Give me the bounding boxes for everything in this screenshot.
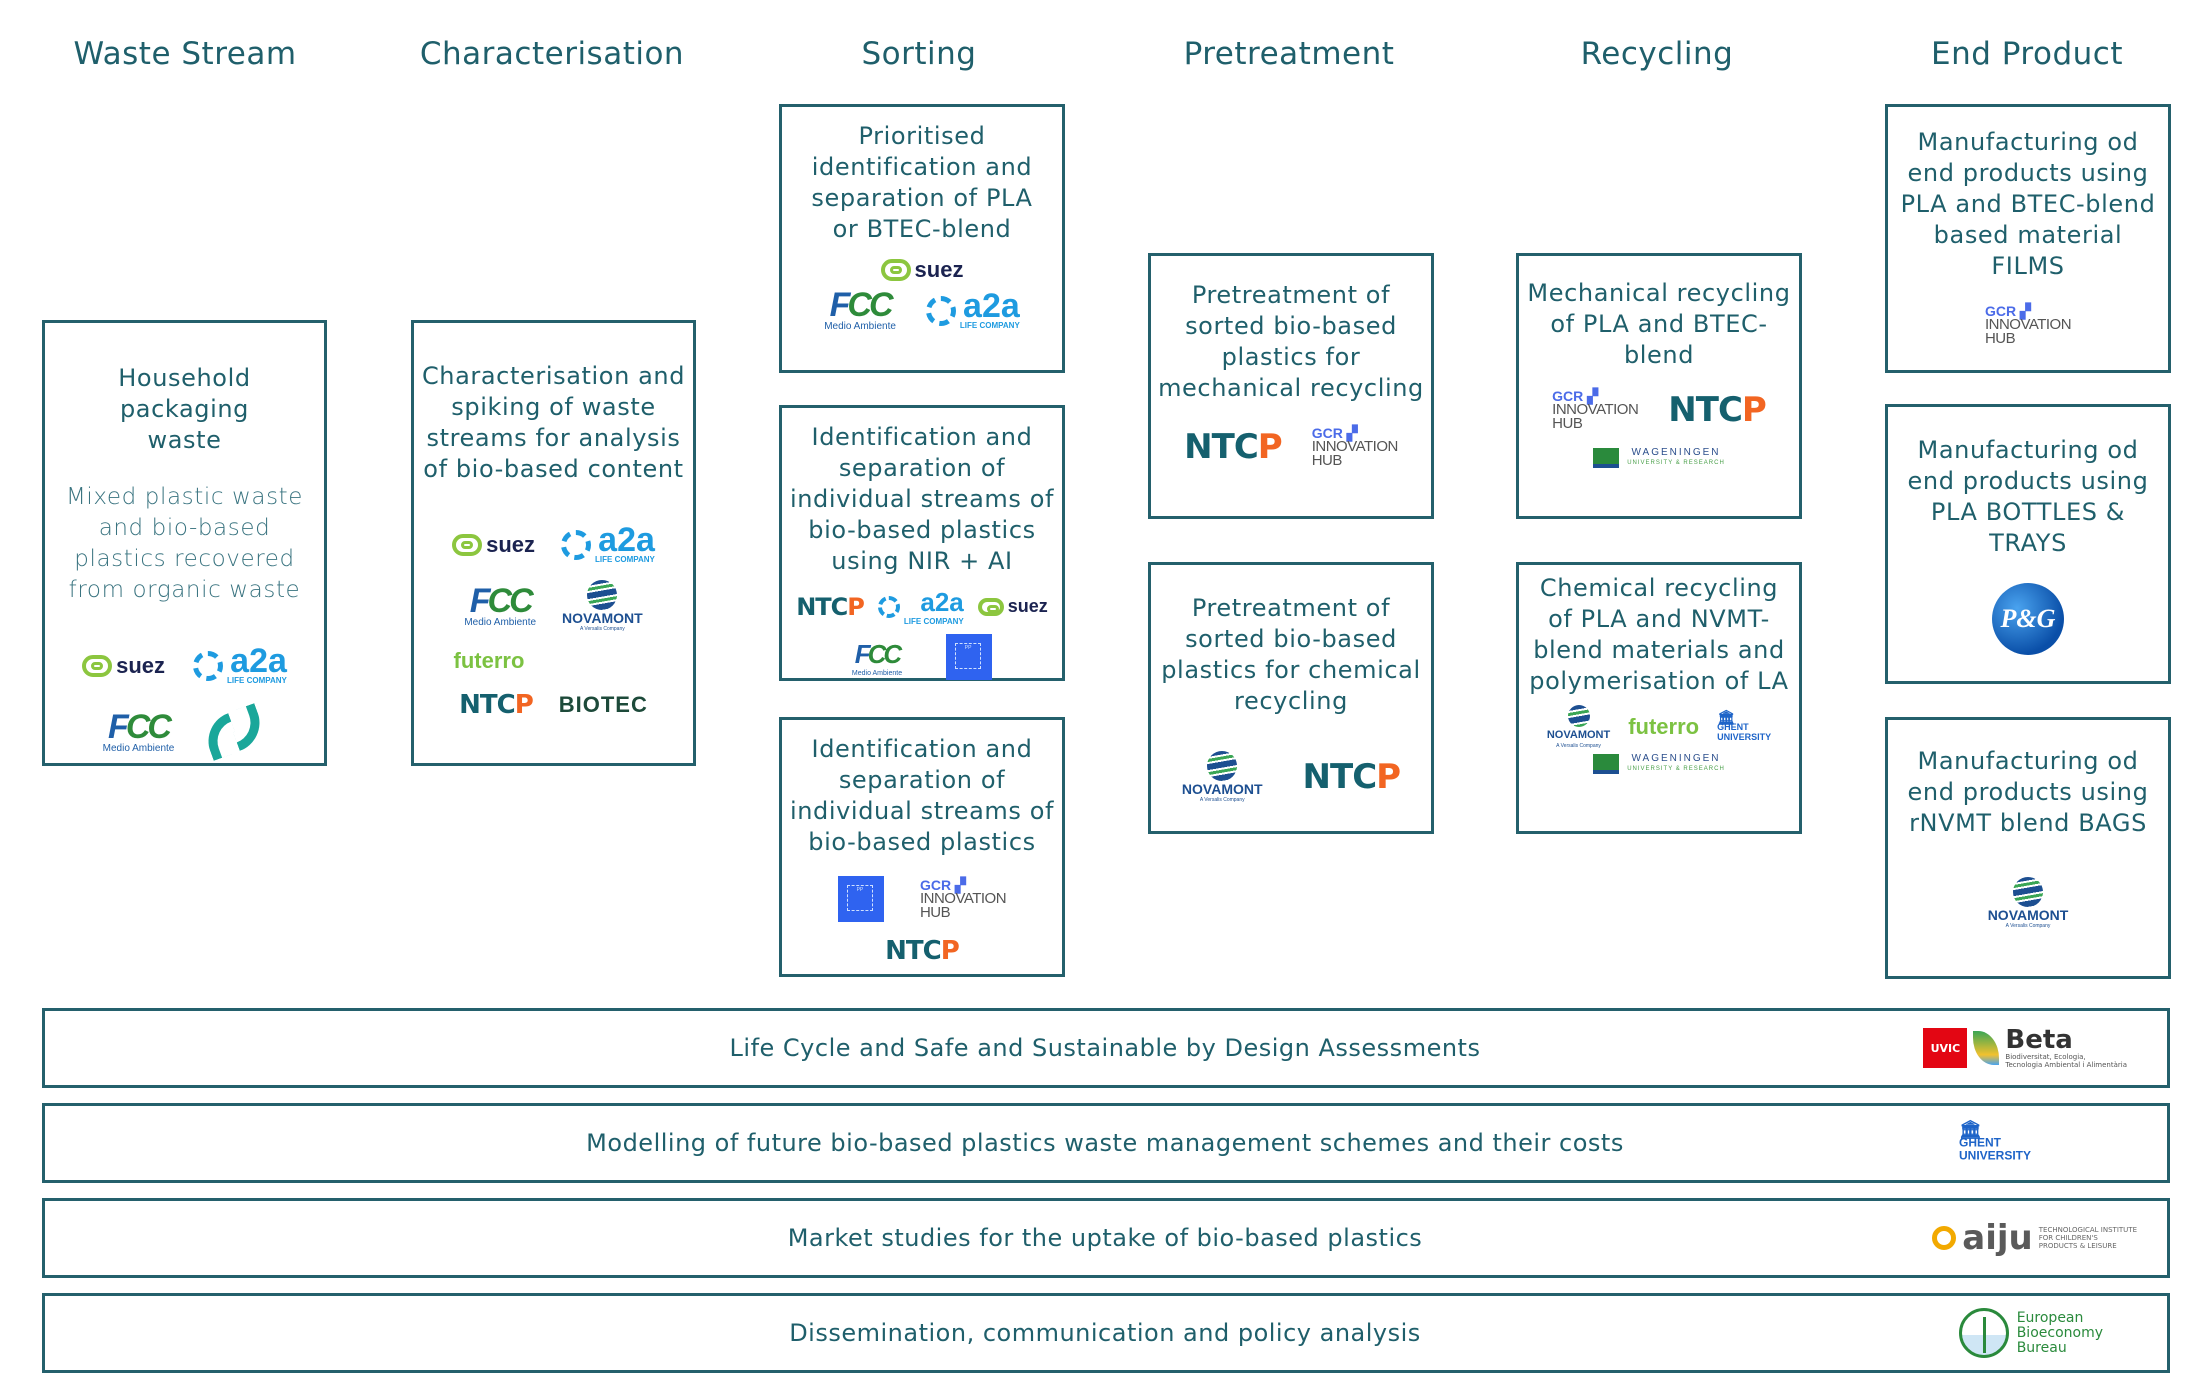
box-title: Manufacturing od end products using PLA … [1907, 436, 2149, 557]
characterisation-box: Characterisation and spiking of waste st… [411, 320, 696, 766]
futerro-logo: futerro [1628, 714, 1700, 739]
sorting-box-3: Identification and separation of individ… [779, 717, 1065, 977]
end-product-box-3: Manufacturing od end products using rNVM… [1885, 717, 2171, 979]
pretreatment-box-2: Pretreatment of sorted bio-based plastic… [1148, 562, 1434, 834]
end-product-box-2: Manufacturing od end products using PLA … [1885, 404, 2171, 684]
cross-cutting-bar-modelling: Modelling of future bio-based plastics w… [42, 1103, 2170, 1183]
cross-cutting-bar-lca: Life Cycle and Safe and Sustainable by D… [42, 1008, 2170, 1088]
partner-logos: P&G [1894, 583, 2162, 655]
bar-label: Modelling of future bio-based plastics w… [586, 1129, 1624, 1157]
box-title: Identification and separation of individ… [789, 735, 1055, 856]
box-title: Mechanical recycling of PLA and BTEC-ble… [1527, 279, 1791, 369]
pp-logo [946, 634, 993, 680]
suez-logo: suez [977, 596, 1048, 617]
building-icon: 🏛 [1717, 709, 1735, 725]
column-header-sorting: Sorting [861, 36, 977, 72]
waste-stream-box: Household packaging waste Mixed plastic … [42, 320, 327, 766]
cross-cutting-bar-market: Market studies for the uptake of bio-bas… [42, 1198, 2170, 1278]
pretreatment-box-1: Pretreatment of sorted bio-based plastic… [1148, 253, 1434, 519]
box-title: Characterisation and spiking of waste st… [421, 362, 686, 483]
column-header-recycling: Recycling [1580, 36, 1734, 72]
box-title: Household packaging waste [118, 364, 251, 454]
box-title: Pretreatment of sorted bio-based plastic… [1161, 594, 1421, 715]
recycling-box-2: Chemical recycling of PLA and NVMT-blend… [1516, 562, 1802, 834]
biotec-logo: BIOTEC [558, 692, 648, 717]
end-product-box-1: Manufacturing od end products using PLA … [1885, 104, 2171, 373]
box-subtitle: Mixed plastic waste and bio-based plasti… [65, 484, 304, 603]
box-title: Chemical recycling of PLA and NVMT-blend… [1529, 574, 1789, 695]
box-title: Identification and separation of individ… [789, 423, 1055, 575]
bar-label: Life Cycle and Safe and Sustainable by D… [729, 1034, 1481, 1062]
sorting-box-2: Identification and separation of individ… [779, 405, 1065, 681]
column-header-pretreatment: Pretreatment [1183, 36, 1395, 72]
cross-cutting-bar-dissemination: Dissemination, communication and policy … [42, 1293, 2170, 1373]
pp-logo [837, 876, 884, 922]
box-title: Manufacturing od end products using rNVM… [1907, 747, 2149, 837]
box-title: Manufacturing od end products using PLA … [1900, 128, 2156, 280]
sorting-box-1: Prioritised identification and separatio… [779, 104, 1065, 373]
column-header-waste-stream: Waste Stream [73, 36, 297, 72]
suez-logo: suez [452, 532, 535, 558]
bar-label: Market studies for the uptake of bio-bas… [787, 1224, 1423, 1252]
column-header-end-product: End Product [1931, 36, 2123, 72]
green-arc-logo [202, 707, 266, 757]
suez-logo: suez [82, 653, 165, 679]
column-header-characterisation: Characterisation [419, 36, 685, 72]
plant-icon [1958, 1308, 2009, 1358]
pg-logo: P&G [1992, 583, 2064, 655]
suez-logo: suez [788, 257, 1056, 283]
bar-label: Dissemination, communication and policy … [789, 1319, 1421, 1347]
building-icon: 🏛 [1958, 1119, 1982, 1140]
futerro-logo: futerro [453, 648, 525, 673]
box-title: Pretreatment of sorted bio-based plastic… [1158, 281, 1424, 402]
recycling-box-1: Mechanical recycling of PLA and BTEC-ble… [1516, 253, 1802, 519]
box-title: Prioritised identification and separatio… [811, 122, 1033, 243]
